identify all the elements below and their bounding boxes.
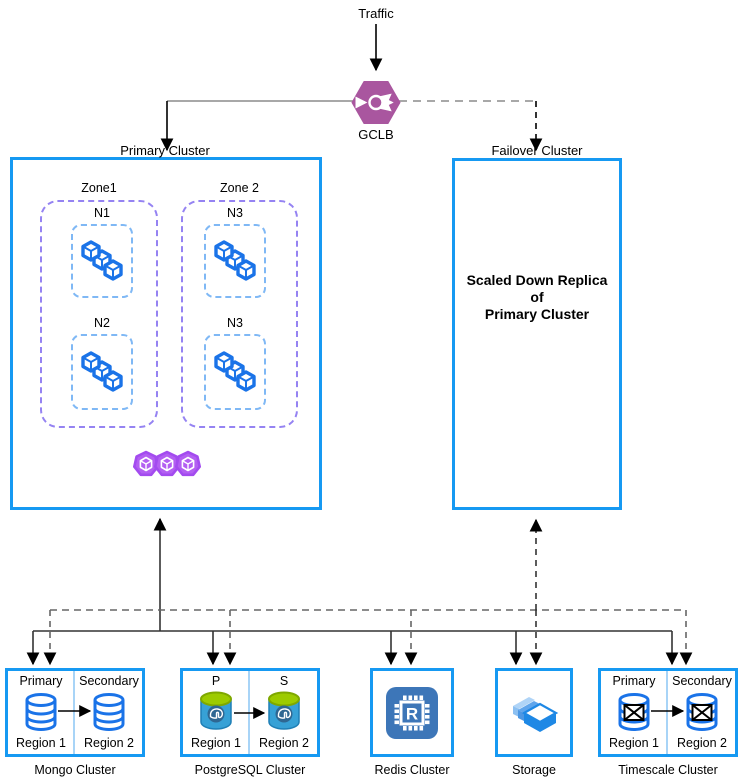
mongo-primary-role-label: Primary	[19, 674, 63, 688]
postgres-db-icon	[268, 691, 300, 730]
mongo-cluster-box: Primary Region 1 Secondary Region 2	[5, 668, 145, 757]
timescale-primary-role-label: Primary	[612, 674, 656, 688]
timescale-region2-label: Region 2	[676, 736, 728, 750]
timescale-db-icon	[685, 692, 719, 732]
pods-icon	[79, 240, 125, 282]
failover-body-line2: of	[530, 289, 544, 305]
mongo-secondary-half: Secondary Region 2	[76, 671, 142, 754]
mongo-primary-half: Primary Region 1	[8, 671, 74, 754]
mongo-cluster-label: Mongo Cluster	[34, 763, 116, 777]
timescale-cluster-label: Timescale Cluster	[618, 763, 718, 777]
mongo-region2-label: Region 2	[83, 736, 135, 750]
failover-cluster-description: Scaled Down Replica of Primary Cluster	[455, 272, 619, 323]
postgres-region2-label: Region 2	[258, 736, 310, 750]
failover-cluster-title: Failover Cluster	[491, 143, 583, 158]
failover-body-line3: Primary Cluster	[484, 306, 590, 322]
redis-cluster-label: Redis Cluster	[374, 763, 450, 777]
pods-icon	[79, 351, 125, 393]
node-n3b-box	[204, 334, 266, 410]
pods-icon	[212, 240, 258, 282]
primary-cluster-title: Primary Cluster	[120, 143, 210, 158]
timescale-secondary-role-label: Secondary	[672, 674, 732, 688]
kubernetes-nodes-icon	[133, 446, 201, 482]
region-divider	[248, 671, 250, 754]
failover-cluster-box	[452, 158, 622, 510]
zone1-label: Zone1	[81, 181, 117, 195]
postgres-region1-label: Region 1	[190, 736, 242, 750]
node-n3a-label: N3	[227, 206, 243, 220]
storage-label: Storage	[512, 763, 556, 777]
traffic-label: Traffic	[358, 6, 394, 21]
region-divider	[666, 671, 668, 754]
postgres-db-icon	[200, 691, 232, 730]
postgres-cluster-label: PostgreSQL Cluster	[194, 763, 306, 777]
postgres-secondary-half: S Region 2	[251, 671, 317, 754]
postgres-primary-half: P Region 1	[183, 671, 249, 754]
failover-body-line1: Scaled Down Replica	[466, 272, 608, 288]
gclb-label: GCLB	[358, 127, 394, 142]
timescale-secondary-half: Secondary Region 2	[669, 671, 735, 754]
postgres-cluster-box: P Region 1 S Region 2	[180, 668, 320, 757]
redis-chip-icon	[386, 686, 438, 739]
pods-icon	[212, 351, 258, 393]
node-n2-label: N2	[94, 316, 110, 330]
postgres-primary-role-label: P	[211, 674, 221, 688]
storage-boxes-icon	[511, 695, 558, 733]
zone1-boundary	[40, 200, 158, 428]
node-n1-label: N1	[94, 206, 110, 220]
mongo-secondary-role-label: Secondary	[79, 674, 139, 688]
timescale-region1-label: Region 1	[608, 736, 660, 750]
timescale-db-icon	[617, 692, 651, 732]
storage-box	[495, 668, 573, 757]
node-n3b-label: N3	[227, 316, 243, 330]
gclb-icon	[351, 81, 401, 124]
zone2-label: Zone 2	[220, 181, 259, 195]
mongo-db-icon	[93, 693, 125, 731]
zone2-boundary	[181, 200, 298, 428]
timescale-primary-half: Primary Region 1	[601, 671, 667, 754]
mongo-db-icon	[25, 693, 57, 731]
timescale-cluster-box: Primary Region 1 Secondary Region 2	[598, 668, 738, 757]
node-n1-box	[71, 224, 133, 298]
postgres-secondary-role-label: S	[279, 674, 289, 688]
primary-cluster-box	[10, 157, 322, 510]
mongo-region1-label: Region 1	[15, 736, 67, 750]
redis-cluster-box	[370, 668, 454, 757]
node-n2-box	[71, 334, 133, 410]
node-n3a-box	[204, 224, 266, 298]
region-divider	[73, 671, 75, 754]
